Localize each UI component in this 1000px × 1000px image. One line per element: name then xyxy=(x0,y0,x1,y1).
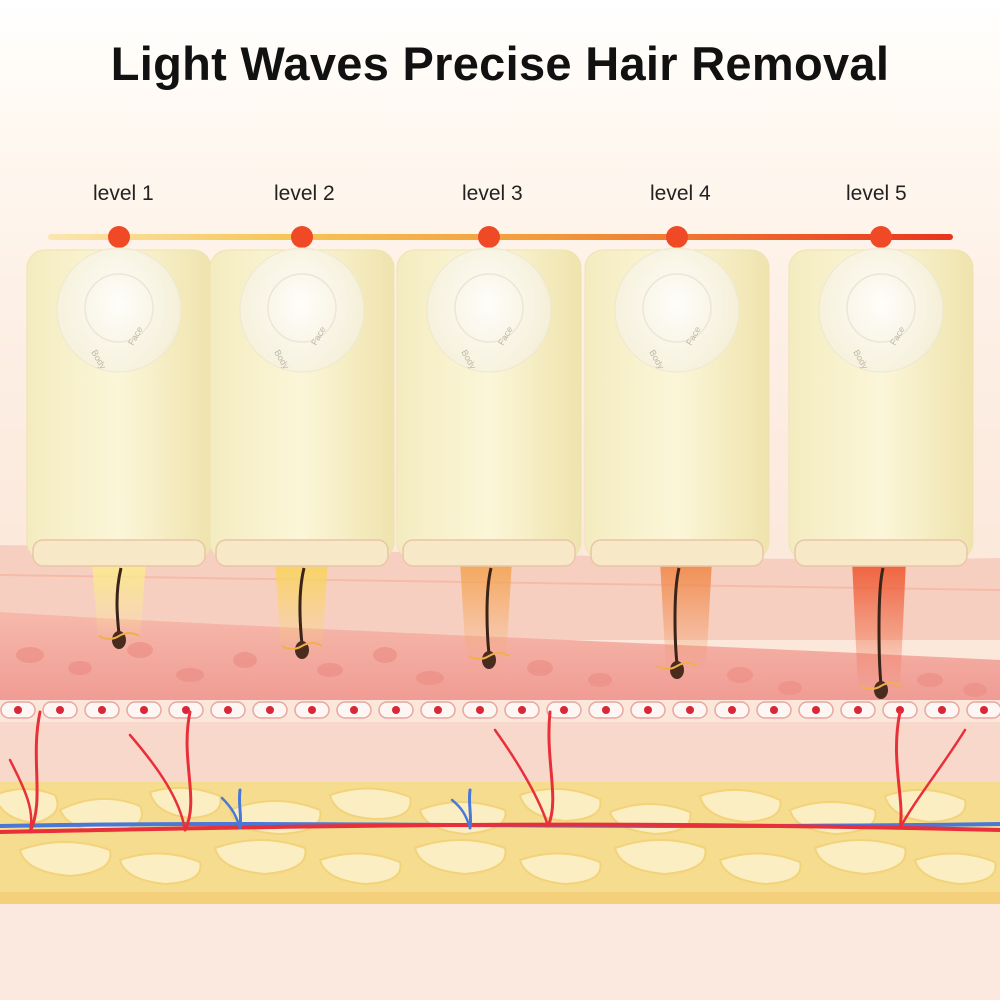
light-beam-1 xyxy=(92,560,146,640)
level-3-dot xyxy=(478,226,500,248)
dermis-cells xyxy=(16,642,987,697)
hair-2 xyxy=(281,567,323,659)
level-5-dot xyxy=(870,226,892,248)
hair-follicles xyxy=(98,567,902,699)
light-beam-4 xyxy=(660,560,712,670)
blood-vessels xyxy=(0,710,1000,834)
light-beam-2 xyxy=(275,560,328,650)
level-4-dot xyxy=(666,226,688,248)
intensity-gradient-bar xyxy=(48,234,953,240)
hair-5 xyxy=(860,567,902,699)
hair-4 xyxy=(656,567,698,679)
artery xyxy=(0,822,1000,834)
level-1-dot xyxy=(108,226,130,248)
level-2-dot xyxy=(291,226,313,248)
basal-cell-chain xyxy=(0,701,1000,719)
level-1-label: level 1 xyxy=(93,182,154,205)
level-5-label: level 5 xyxy=(846,182,907,205)
page-title: Light Waves Precise Hair Removal xyxy=(110,37,890,90)
level-3-label: level 3 xyxy=(462,182,523,205)
hair-1 xyxy=(98,567,140,649)
level-4-label: level 4 xyxy=(650,182,711,205)
hair-3 xyxy=(468,567,510,669)
level-2-label: level 2 xyxy=(274,182,335,205)
